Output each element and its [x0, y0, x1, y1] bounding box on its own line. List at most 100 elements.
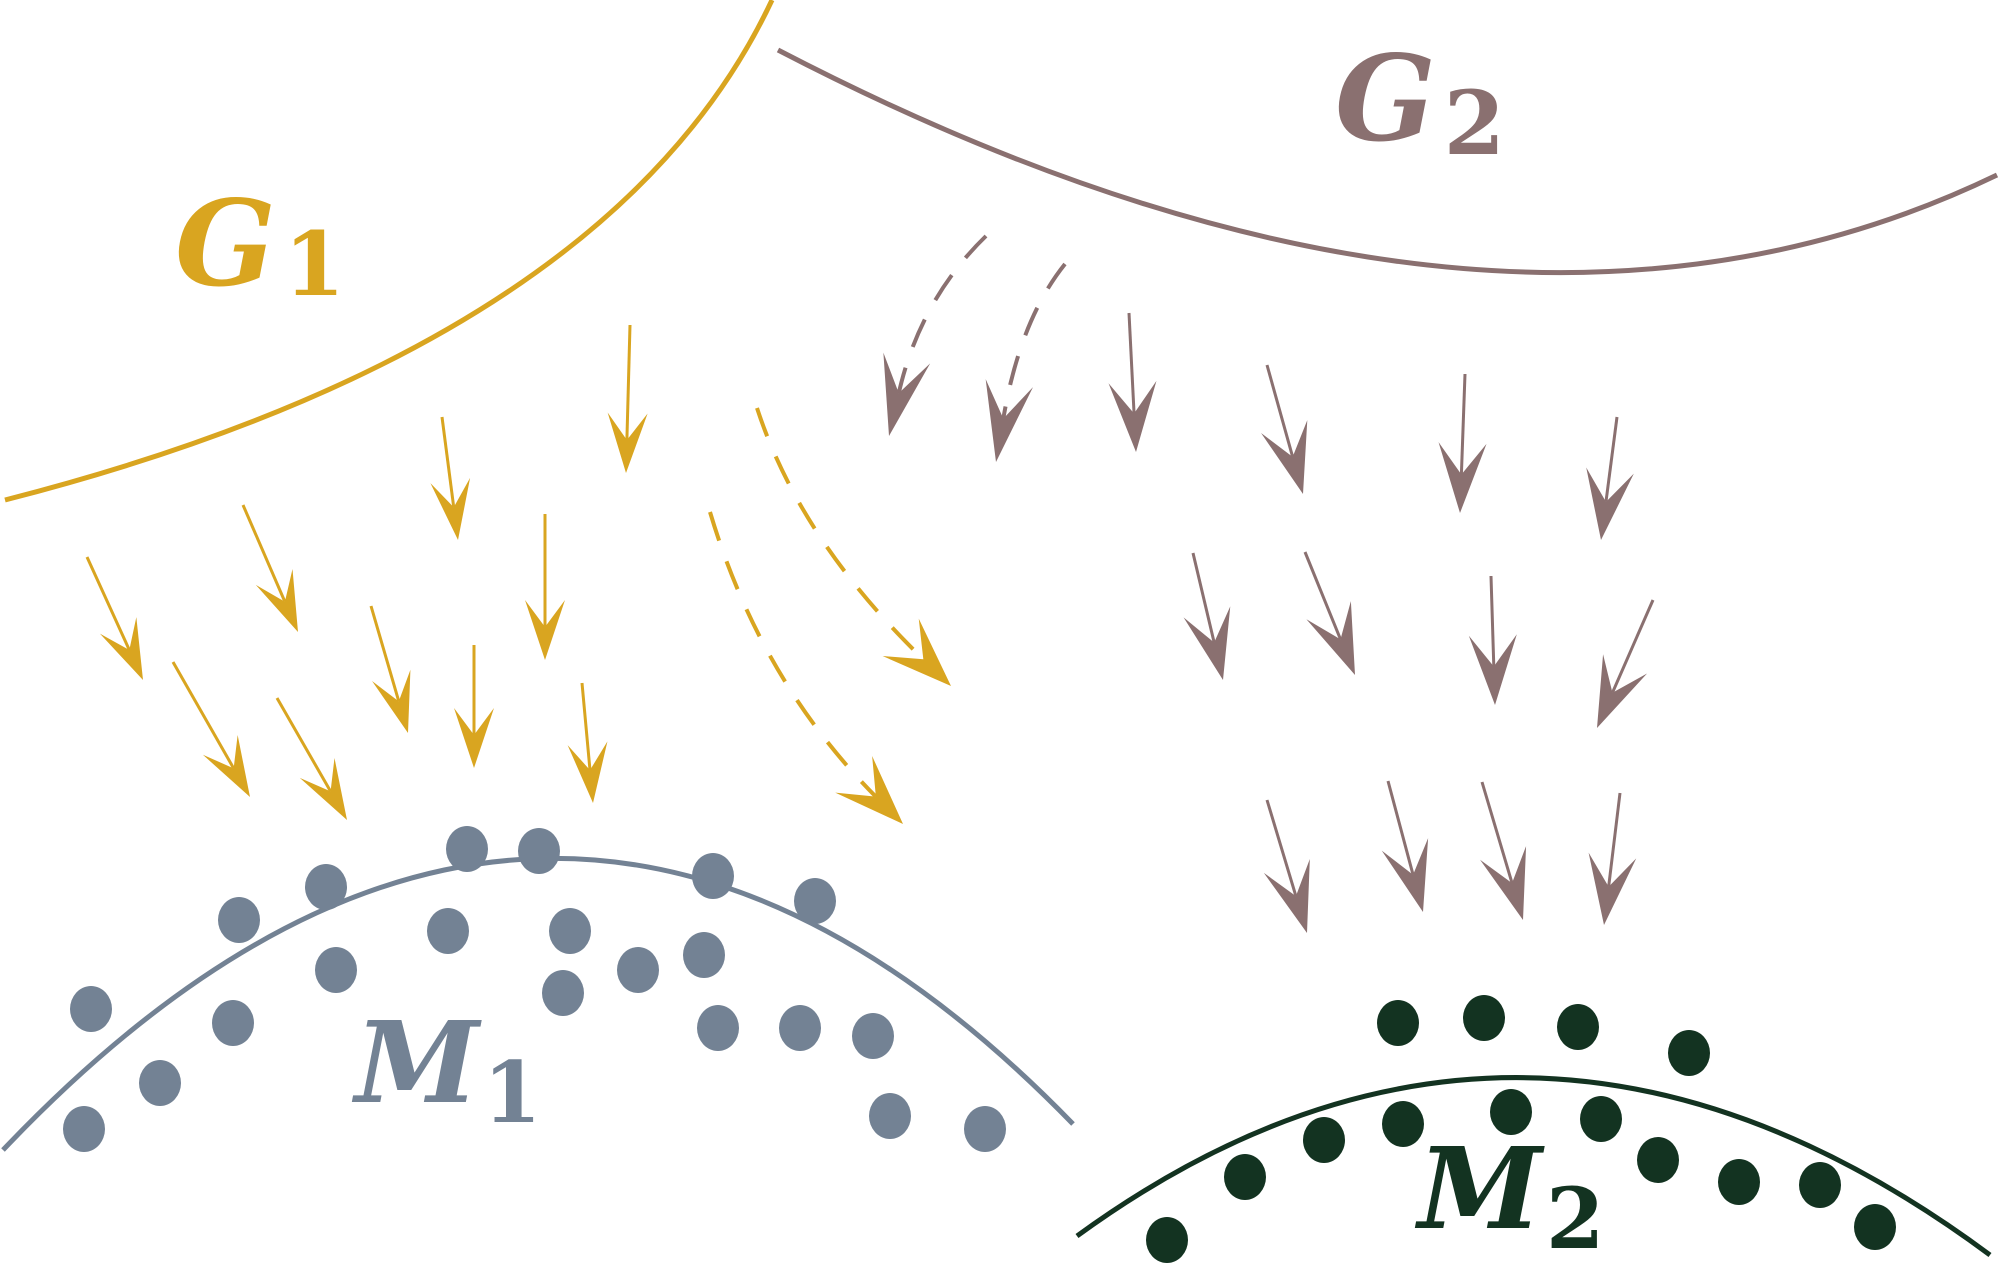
arrow-shaft: [1127, 312, 1136, 414]
arrow: [1261, 364, 1308, 494]
arrow-shaft: [1265, 364, 1295, 458]
arrow: [1438, 373, 1487, 513]
arrowhead: [1183, 606, 1231, 680]
dashed-arrow: [755, 407, 951, 686]
arrow-shaft: [1459, 373, 1467, 475]
arrowhead: [454, 708, 494, 768]
particle: [1854, 1204, 1896, 1250]
particle: [852, 1013, 894, 1059]
arrow: [241, 504, 298, 632]
particle: [697, 1005, 739, 1051]
particle: [305, 864, 347, 910]
particle: [1303, 1117, 1345, 1163]
arrowhead: [1263, 859, 1310, 933]
arrowhead: [99, 617, 143, 680]
m1-label: M1: [351, 998, 541, 1142]
arrowhead: [882, 618, 951, 686]
arrowhead: [372, 669, 411, 733]
particle: [218, 897, 260, 943]
dashed-arrow: [883, 234, 988, 436]
m2-curve: [1075, 1075, 1992, 1258]
particle: [212, 1000, 254, 1046]
particle: [779, 1005, 821, 1051]
particle: [1718, 1159, 1760, 1205]
particle: [1382, 1101, 1424, 1147]
g2-boundary-curve: [776, 47, 1999, 276]
particle: [1557, 1004, 1599, 1050]
arrowhead: [1586, 467, 1634, 540]
arrow: [275, 697, 347, 820]
arrow-shaft: [1480, 781, 1514, 884]
arrow-shaft: [625, 324, 632, 441]
arrow: [454, 645, 494, 768]
arrow-shaft: [85, 556, 131, 651]
g2-label: G2: [1335, 29, 1505, 175]
arrowhead: [1468, 634, 1517, 705]
arrow: [1381, 780, 1429, 912]
g2-arrows: [1108, 312, 1655, 933]
particle: [70, 986, 112, 1032]
arrowhead: [1480, 846, 1527, 920]
g1-label-main: G: [175, 174, 276, 313]
arrow-shaft: [1604, 416, 1619, 503]
arrow: [369, 605, 411, 733]
particle: [794, 878, 836, 924]
arrow-shaft: [241, 504, 287, 603]
particle: [446, 826, 488, 872]
arrow: [1480, 781, 1527, 920]
dashed-arrow-shaft: [896, 234, 988, 394]
particle: [869, 1093, 911, 1139]
m1-label-main: M: [351, 998, 482, 1129]
arrow-shaft: [1489, 575, 1496, 667]
particle: [139, 1060, 181, 1106]
particle: [617, 947, 659, 993]
particle: [1490, 1089, 1532, 1135]
arrowhead: [883, 352, 931, 436]
arrow-shaft: [1265, 799, 1298, 897]
arrow: [1597, 599, 1655, 728]
arrow: [1468, 575, 1517, 705]
arrow: [1303, 551, 1355, 675]
particle: [1463, 995, 1505, 1041]
arrowhead: [1306, 601, 1355, 675]
dashed-arrow: [985, 262, 1067, 462]
particle: [542, 970, 584, 1016]
arrowhead: [567, 741, 608, 803]
arrowhead: [202, 734, 250, 797]
arrow-shaft: [1386, 780, 1415, 876]
particle: [63, 1106, 105, 1152]
arrowhead: [1588, 852, 1637, 925]
particle: [1799, 1162, 1841, 1208]
arrowhead: [1108, 380, 1157, 452]
particle: [1224, 1154, 1266, 1200]
g1-arrows: [85, 324, 648, 820]
arrow-shaft: [580, 682, 592, 771]
arrow-shaft: [1191, 552, 1216, 643]
particle: [1668, 1030, 1710, 1076]
g2-dashed-arrows: [883, 234, 1067, 462]
m1-particles: [63, 826, 1006, 1152]
arrow: [1588, 792, 1637, 925]
particle: [1637, 1137, 1679, 1183]
g1-dashed-arrows: [708, 407, 951, 824]
arrow: [1108, 312, 1157, 452]
arrow-shaft: [440, 416, 456, 508]
arrowhead: [525, 600, 565, 660]
particle: [427, 908, 469, 954]
dashed-arrow-shaft: [755, 407, 925, 661]
particle: [1377, 1000, 1419, 1046]
arrow: [171, 661, 250, 797]
arrow-shaft: [1607, 792, 1622, 887]
arrow: [567, 682, 608, 803]
arrowhead: [1438, 442, 1487, 513]
arrowhead: [835, 756, 903, 824]
m1-label-sub: 1: [483, 1043, 541, 1142]
arrowhead: [607, 412, 648, 473]
m2-label-sub: 2: [1546, 1169, 1604, 1266]
m2-particles: [1146, 995, 1896, 1263]
arrow: [525, 514, 565, 660]
arrowhead: [430, 477, 471, 540]
g1-label: G1: [175, 174, 345, 316]
